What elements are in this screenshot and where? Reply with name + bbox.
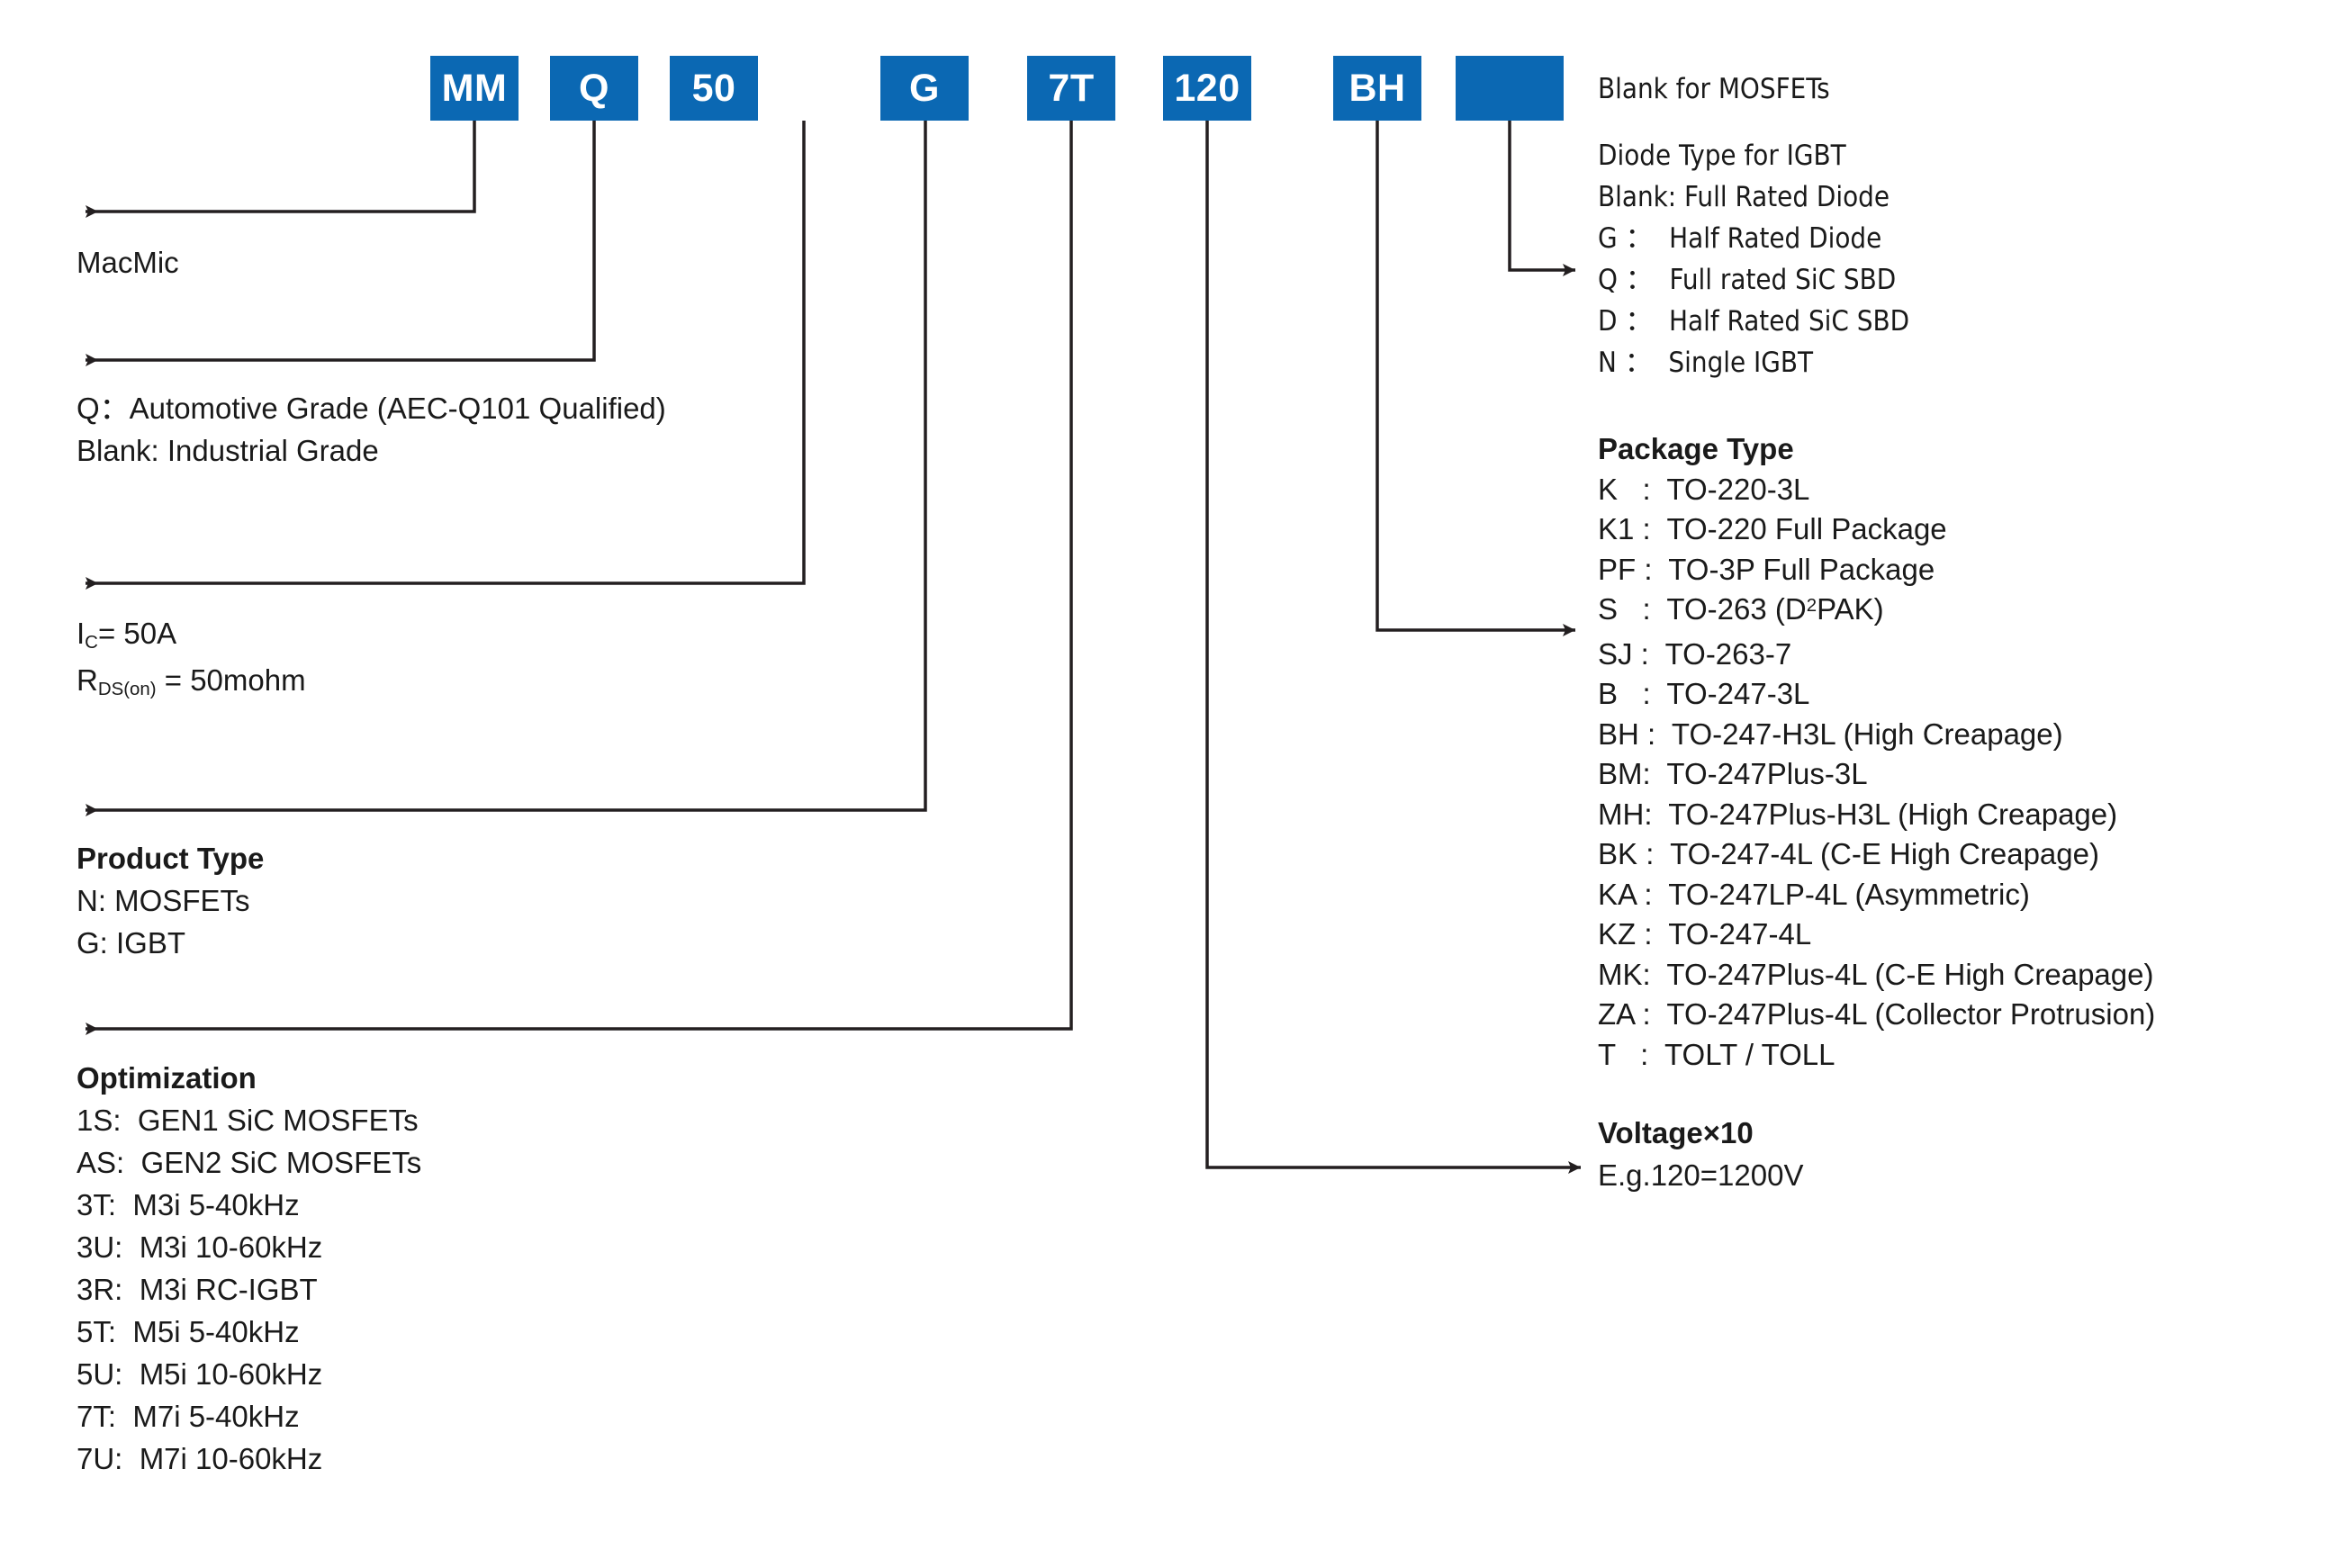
rds-value: = 50mohm — [156, 663, 306, 697]
wire-diode-type — [1508, 121, 1575, 276]
package-row-bm: BM: TO-247Plus-3L — [1598, 757, 1868, 790]
code-box-manufacturer[interactable]: MM — [430, 56, 519, 121]
package-row-s: S : TO-263 (D2PAK) — [1598, 592, 1884, 626]
wire-voltage — [1205, 121, 1581, 1174]
rating-row-ic: IC= 50A — [77, 612, 306, 659]
grade-row-industrial: Blank: Industrial Grade — [77, 434, 379, 467]
rating-row-rds: RDS(on) = 50mohm — [77, 659, 306, 706]
package-type-block: Package Type K : TO-220-3L K1 : TO-220 F… — [1598, 429, 2155, 1075]
wire-manufacturer — [86, 121, 476, 218]
package-row-za: ZA : TO-247Plus-4L (Collector Protrusion… — [1598, 997, 2156, 1031]
code-box-voltage[interactable]: 120 — [1163, 56, 1251, 121]
package-row-pf: PF : TO-3P Full Package — [1598, 552, 1935, 586]
wire-rating — [86, 121, 806, 590]
optimization-row-3t: 3T: M3i 5-40kHz — [77, 1188, 300, 1221]
package-row-mk: MK: TO-247Plus-4L (C-E High Creapage) — [1598, 957, 2154, 991]
package-row-bh: BH : TO-247-H3L (High Creapage) — [1598, 716, 2063, 751]
diode-row-blank: Blank: Full Rated Diode — [1598, 181, 1890, 213]
code-box-package-type[interactable]: BH — [1333, 56, 1421, 121]
voltage-example: E.g.120=1200V — [1598, 1158, 1804, 1192]
manufacturer-block: MacMic — [77, 241, 179, 284]
diode-type-heading: Diode Type for IGBT — [1598, 140, 1846, 172]
diode-spacer — [1598, 110, 1909, 135]
diode-blank-note: Blank for MOSFETs — [1598, 73, 1830, 105]
package-row-mh: MH: TO-247Plus-H3L (High Creapage) — [1598, 797, 2118, 831]
package-row-k1: K1 : TO-220 Full Package — [1598, 512, 1947, 545]
manufacturer-name: MacMic — [77, 246, 179, 279]
package-row-b: B : TO-247-3L — [1598, 677, 1810, 710]
optimization-heading: Optimization — [77, 1061, 257, 1095]
package-row-bk: BK : TO-247-4L (C-E High Creapage) — [1598, 837, 2099, 870]
voltage-block: Voltage×10 E.g.120=1200V — [1598, 1112, 1803, 1196]
optimization-row-5t: 5T: M5i 5-40kHz — [77, 1315, 300, 1348]
diode-row-g: G ： Half Rated Diode — [1598, 222, 1882, 255]
package-row-k: K : TO-220-3L — [1598, 472, 1810, 506]
squared-superscript: 2 — [1806, 595, 1817, 617]
wire-grade — [86, 121, 596, 366]
rating-block: IC= 50A RDS(on) = 50mohm — [77, 612, 306, 706]
ic-value: = 50A — [97, 617, 177, 650]
diode-row-q: Q ： Full rated SiC SBD — [1598, 264, 1897, 296]
product-type-block: Product Type N: MOSFETs G: IGBT — [77, 837, 264, 964]
code-box-current-rating[interactable]: 50 — [670, 56, 758, 121]
voltage-heading: Voltage×10 — [1598, 1116, 1754, 1149]
package-row-sj: SJ : TO-263-7 — [1598, 636, 1792, 671]
product-type-heading: Product Type — [77, 842, 265, 875]
rds-subscript: DS(on) — [97, 679, 157, 700]
optimization-row-as: AS: GEN2 SiC MOSFETs — [77, 1146, 422, 1179]
product-type-row-igbt: G: IGBT — [77, 926, 186, 960]
ic-subscript: C — [85, 632, 98, 653]
package-row-kz: KZ : TO-247-4L — [1598, 917, 1812, 951]
product-type-row-mosfets: N: MOSFETs — [77, 884, 250, 917]
ic-symbol: I — [77, 617, 86, 650]
diode-type-block: Blank for MOSFETs Diode Type for IGBT Bl… — [1598, 68, 1909, 383]
optimization-row-1s: 1S: GEN1 SiC MOSFETs — [77, 1104, 419, 1137]
optimization-block: Optimization 1S: GEN1 SiC MOSFETs AS: GE… — [77, 1057, 421, 1480]
rds-symbol: R — [77, 663, 98, 697]
package-row-ka: KA : TO-247LP-4L (Asymmetric) — [1598, 877, 2030, 911]
code-box-optimization[interactable]: 7T — [1027, 56, 1115, 121]
optimization-row-7t: 7T: M7i 5-40kHz — [77, 1400, 300, 1433]
optimization-row-7u: 7U: M7i 10-60kHz — [77, 1442, 323, 1475]
package-row-t: T : TOLT / TOLL — [1598, 1037, 1835, 1071]
package-type-heading: Package Type — [1598, 432, 1794, 465]
optimization-row-5u: 5U: M5i 10-60kHz — [77, 1357, 323, 1391]
wire-package-type — [1375, 121, 1575, 636]
code-box-product-type[interactable]: G — [880, 56, 969, 121]
grade-block: Q：Automotive Grade (AEC-Q101 Qualified) … — [77, 387, 666, 472]
grade-row-automotive: Q：Automotive Grade (AEC-Q101 Qualified) — [77, 392, 666, 425]
diode-row-d: D ： Half Rated SiC SBD — [1598, 305, 1910, 338]
optimization-row-3u: 3U: M3i 10-60kHz — [77, 1230, 323, 1264]
optimization-row-3r: 3R: M3i RC-IGBT — [77, 1273, 318, 1306]
code-box-diode-type[interactable] — [1456, 56, 1564, 121]
diode-row-n: N ： Single IGBT — [1598, 347, 1814, 379]
code-box-grade[interactable]: Q — [550, 56, 638, 121]
